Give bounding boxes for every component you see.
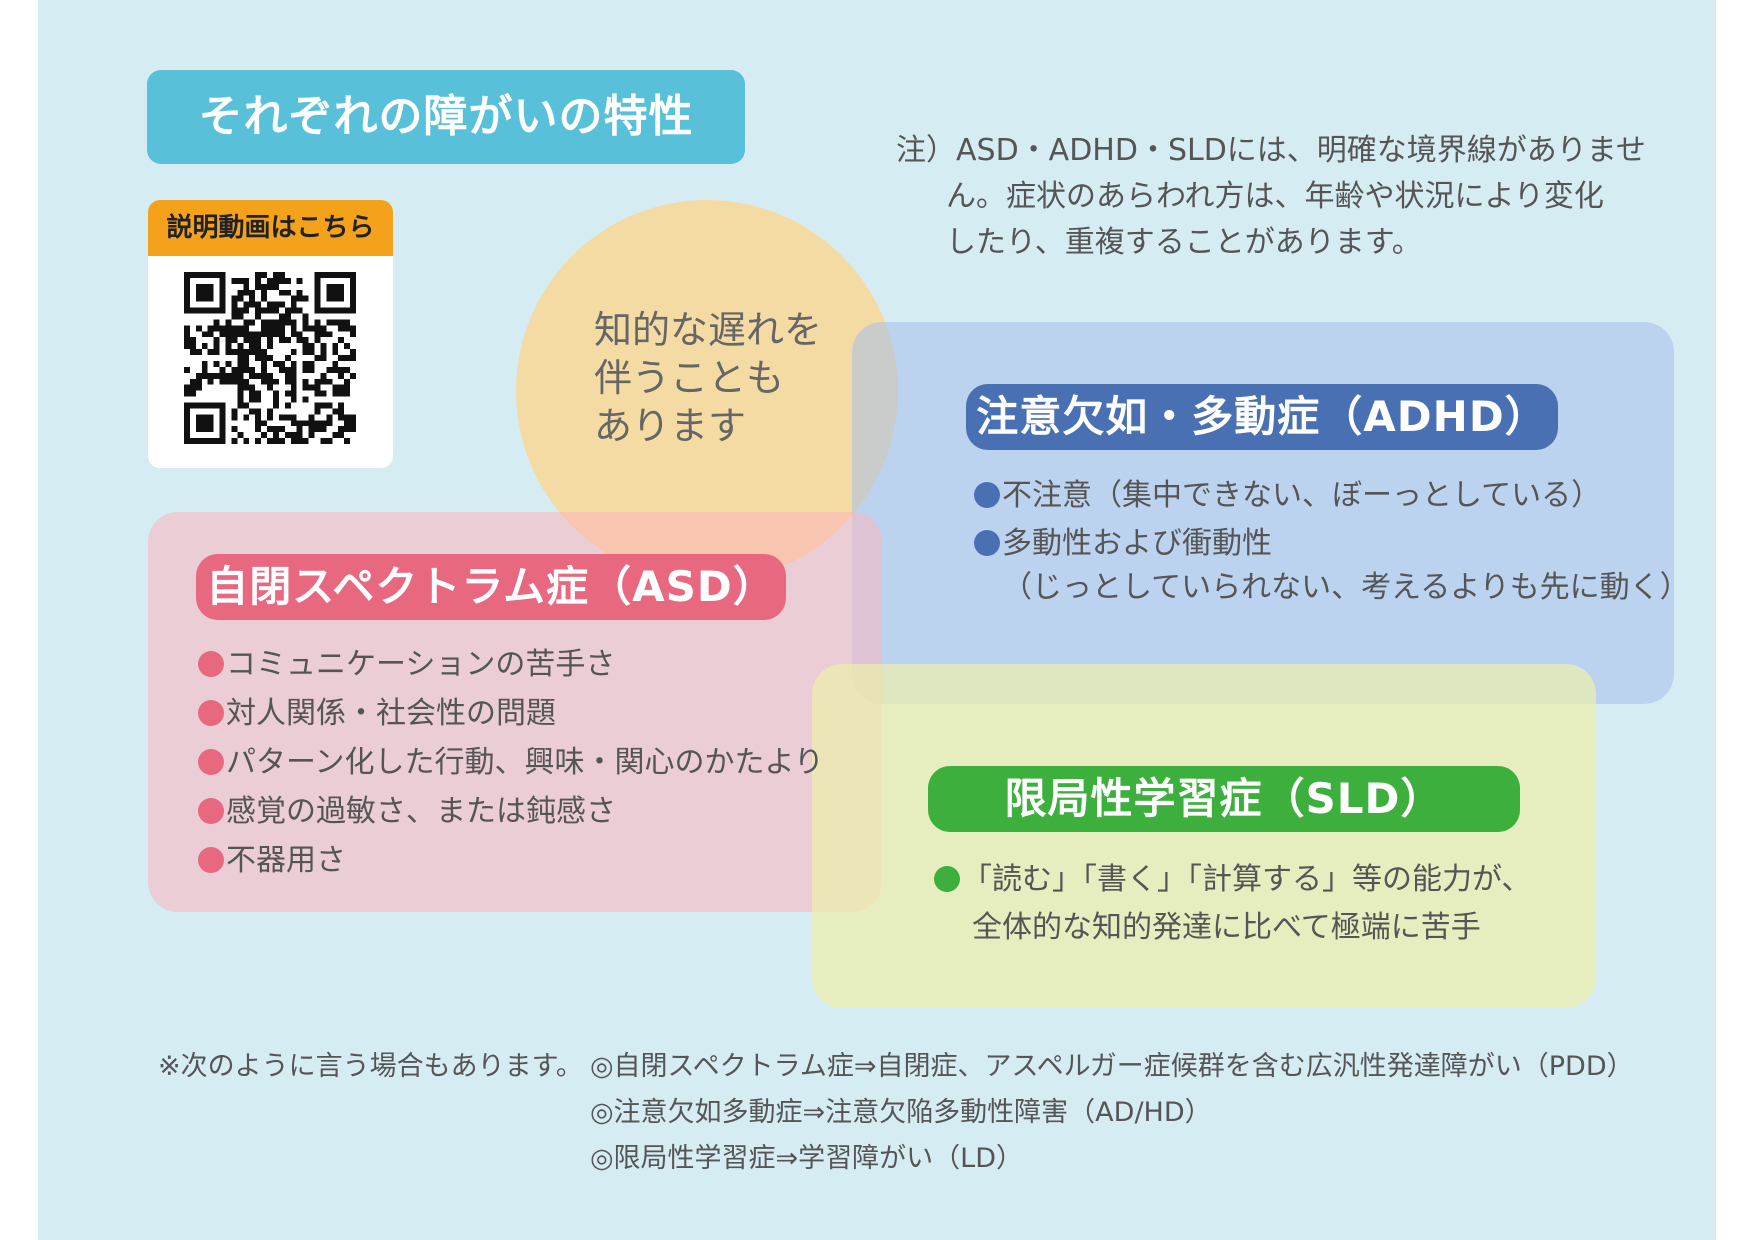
footer-item: ◎自閉スペクトラム症⇒自閉症、アスペルガー症候群を含む広汎性発達障がい（PDD） bbox=[590, 1051, 1634, 1082]
adhd-list: 不注意（集中できない、ぼーっとしている） 多動性および衝動性 （じっとしていられ… bbox=[974, 472, 1690, 612]
bullet-icon bbox=[974, 530, 1000, 556]
overlap-line: 知的な遅れを bbox=[594, 308, 823, 352]
sld-item-detail: 全体的な知的発達に比べて極端に苦手 bbox=[972, 910, 1481, 945]
note-line: ん。症状のあらわれ方は、年齢や状況により変化 bbox=[946, 179, 1604, 214]
overlap-line: 伴うことも bbox=[594, 356, 785, 400]
sld-list: 「読む」「書く」「計算する」等の能力が、 全体的な知的発達に比べて極端に苦手 bbox=[934, 856, 1531, 952]
asd-list: コミュニケーションの苦手さ 対人関係・社会性の問題 パターン化した行動、興味・関… bbox=[198, 640, 824, 885]
bullet-icon bbox=[198, 798, 224, 824]
asd-title: 自閉スペクトラム症（ASD） bbox=[196, 554, 786, 620]
intellectual-delay-text: 知的な遅れを 伴うことも あります bbox=[594, 306, 894, 450]
page-background: それぞれの障がいの特性 注）ASD・ADHD・SLDには、明確な境界線がありませ… bbox=[38, 0, 1716, 1240]
list-item: パターン化した行動、興味・関心のかたより bbox=[198, 738, 824, 787]
asd-item: 対人関係・社会性の問題 bbox=[226, 696, 556, 731]
sld-item: 「読む」「書く」「計算する」等の能力が、 bbox=[962, 862, 1532, 897]
video-qr-card[interactable]: 説明動画はこちら bbox=[148, 200, 393, 468]
bullet-icon bbox=[198, 847, 224, 873]
bullet-icon bbox=[198, 700, 224, 726]
overlap-line: あります bbox=[594, 404, 747, 448]
adhd-item: 不注意（集中できない、ぼーっとしている） bbox=[1002, 478, 1602, 513]
bullet-icon bbox=[934, 866, 960, 892]
sld-title: 限局性学習症（SLD） bbox=[928, 766, 1520, 832]
note-line: 注）ASD・ADHD・SLDには、明確な境界線がありませ bbox=[896, 133, 1646, 168]
list-item: コミュニケーションの苦手さ bbox=[198, 640, 824, 689]
bullet-icon bbox=[974, 482, 1000, 508]
list-item: 不器用さ bbox=[198, 836, 824, 885]
list-item: 多動性および衝動性 （じっとしていられない、考えるよりも先に動く） bbox=[974, 520, 1690, 612]
bullet-icon bbox=[198, 651, 224, 677]
asd-item: パターン化した行動、興味・関心のかたより bbox=[226, 745, 824, 780]
adhd-title: 注意欠如・多動症（ADHD） bbox=[966, 384, 1558, 450]
list-item: 不注意（集中できない、ぼーっとしている） bbox=[974, 472, 1690, 520]
asd-item: コミュニケーションの苦手さ bbox=[226, 647, 616, 682]
list-item: 「読む」「書く」「計算する」等の能力が、 全体的な知的発達に比べて極端に苦手 bbox=[934, 856, 1531, 952]
adhd-item: 多動性および衝動性 bbox=[1002, 526, 1272, 561]
sld-area bbox=[812, 664, 1596, 1008]
adhd-item-detail: （じっとしていられない、考えるよりも先に動く） bbox=[1002, 570, 1690, 605]
footer-items: ◎自閉スペクトラム症⇒自閉症、アスペルガー症候群を含む広汎性発達障がい（PDD）… bbox=[590, 1044, 1634, 1182]
footer-lead: ※次のように言う場合もあります。 bbox=[158, 1051, 583, 1082]
bullet-icon bbox=[198, 749, 224, 775]
note-line: したり、重複することがあります。 bbox=[946, 225, 1422, 260]
list-item: 対人関係・社会性の問題 bbox=[198, 689, 824, 738]
asd-item: 感覚の過敏さ、または鈍感さ bbox=[226, 794, 616, 829]
page-title: それぞれの障がいの特性 bbox=[147, 70, 745, 164]
footer-item: ◎注意欠如多動症⇒注意欠陥多動性障害（AD/HD） bbox=[590, 1097, 1212, 1128]
list-item: 感覚の過敏さ、または鈍感さ bbox=[198, 787, 824, 836]
asd-item: 不器用さ bbox=[226, 843, 346, 878]
qr-code-icon[interactable] bbox=[184, 272, 356, 444]
note-text: 注）ASD・ADHD・SLDには、明確な境界線がありませ ん。症状のあらわれ方は… bbox=[896, 128, 1676, 266]
video-label: 説明動画はこちら bbox=[148, 200, 393, 256]
footer-item: ◎限局性学習症⇒学習障がい（LD） bbox=[590, 1143, 1024, 1174]
